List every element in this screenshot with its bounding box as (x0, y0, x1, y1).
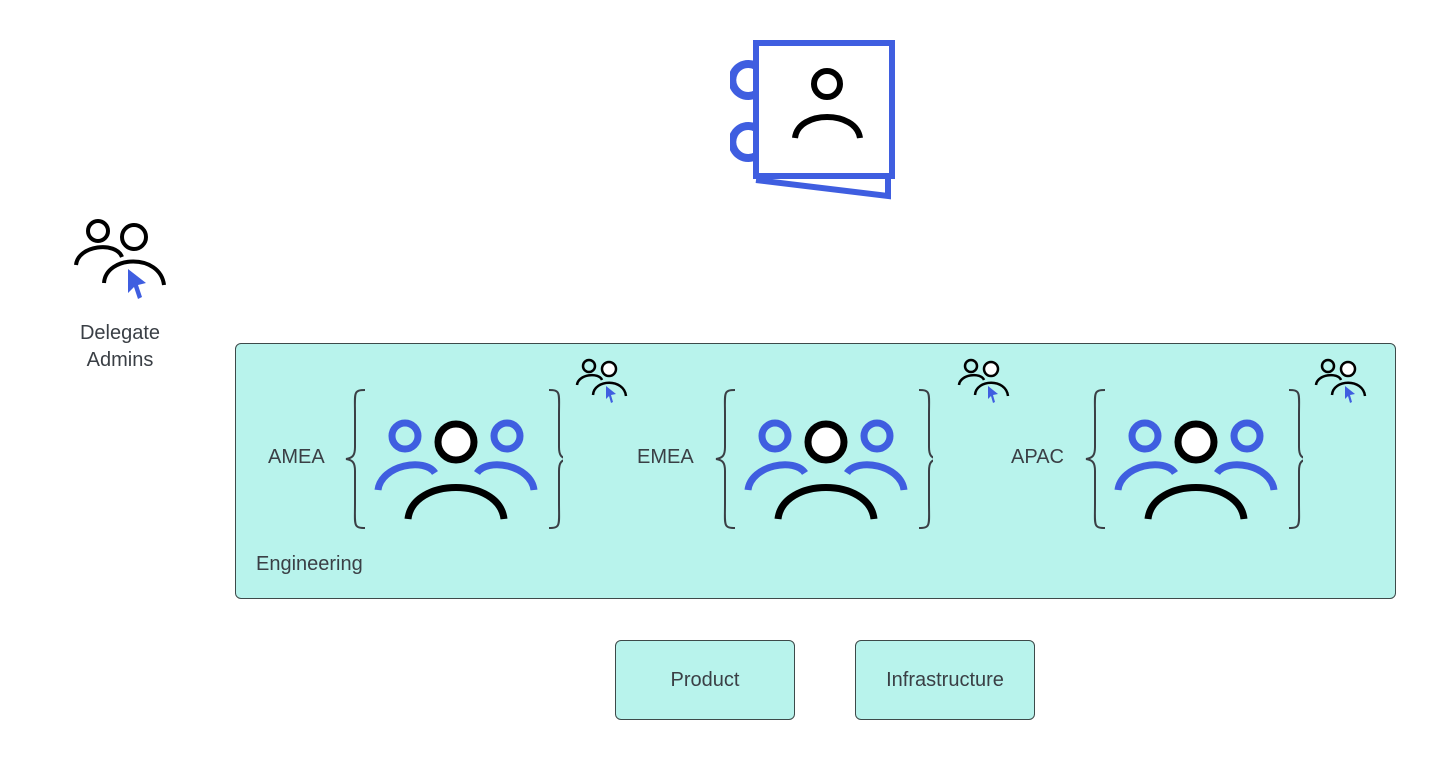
delegate-admin-icon (575, 358, 628, 403)
delegate-admin-icon (957, 358, 1010, 403)
infrastructure-label: Infrastructure (886, 668, 1004, 691)
product-label: Product (670, 668, 740, 691)
delegate-label-line1: Delegate (79, 322, 161, 344)
delegate-admin-icon (1314, 358, 1367, 403)
group-icon[interactable] (343, 385, 563, 535)
group-icon[interactable] (713, 385, 933, 535)
region-label-amea: AMEA (268, 446, 325, 468)
group-icon[interactable] (1083, 385, 1303, 535)
delegate-admins-label: Delegate Admins (50, 320, 190, 374)
address-book-icon (730, 40, 895, 200)
infrastructure-group-box[interactable]: Infrastructure (855, 640, 1035, 720)
engineering-label: Engineering (256, 553, 363, 575)
delegate-admins-icon (74, 219, 166, 299)
delegate-label-line2: Admins (86, 349, 154, 371)
region-label-emea: EMEA (637, 446, 694, 468)
product-group-box[interactable]: Product (615, 640, 795, 720)
region-label-apac: APAC (1011, 446, 1064, 468)
